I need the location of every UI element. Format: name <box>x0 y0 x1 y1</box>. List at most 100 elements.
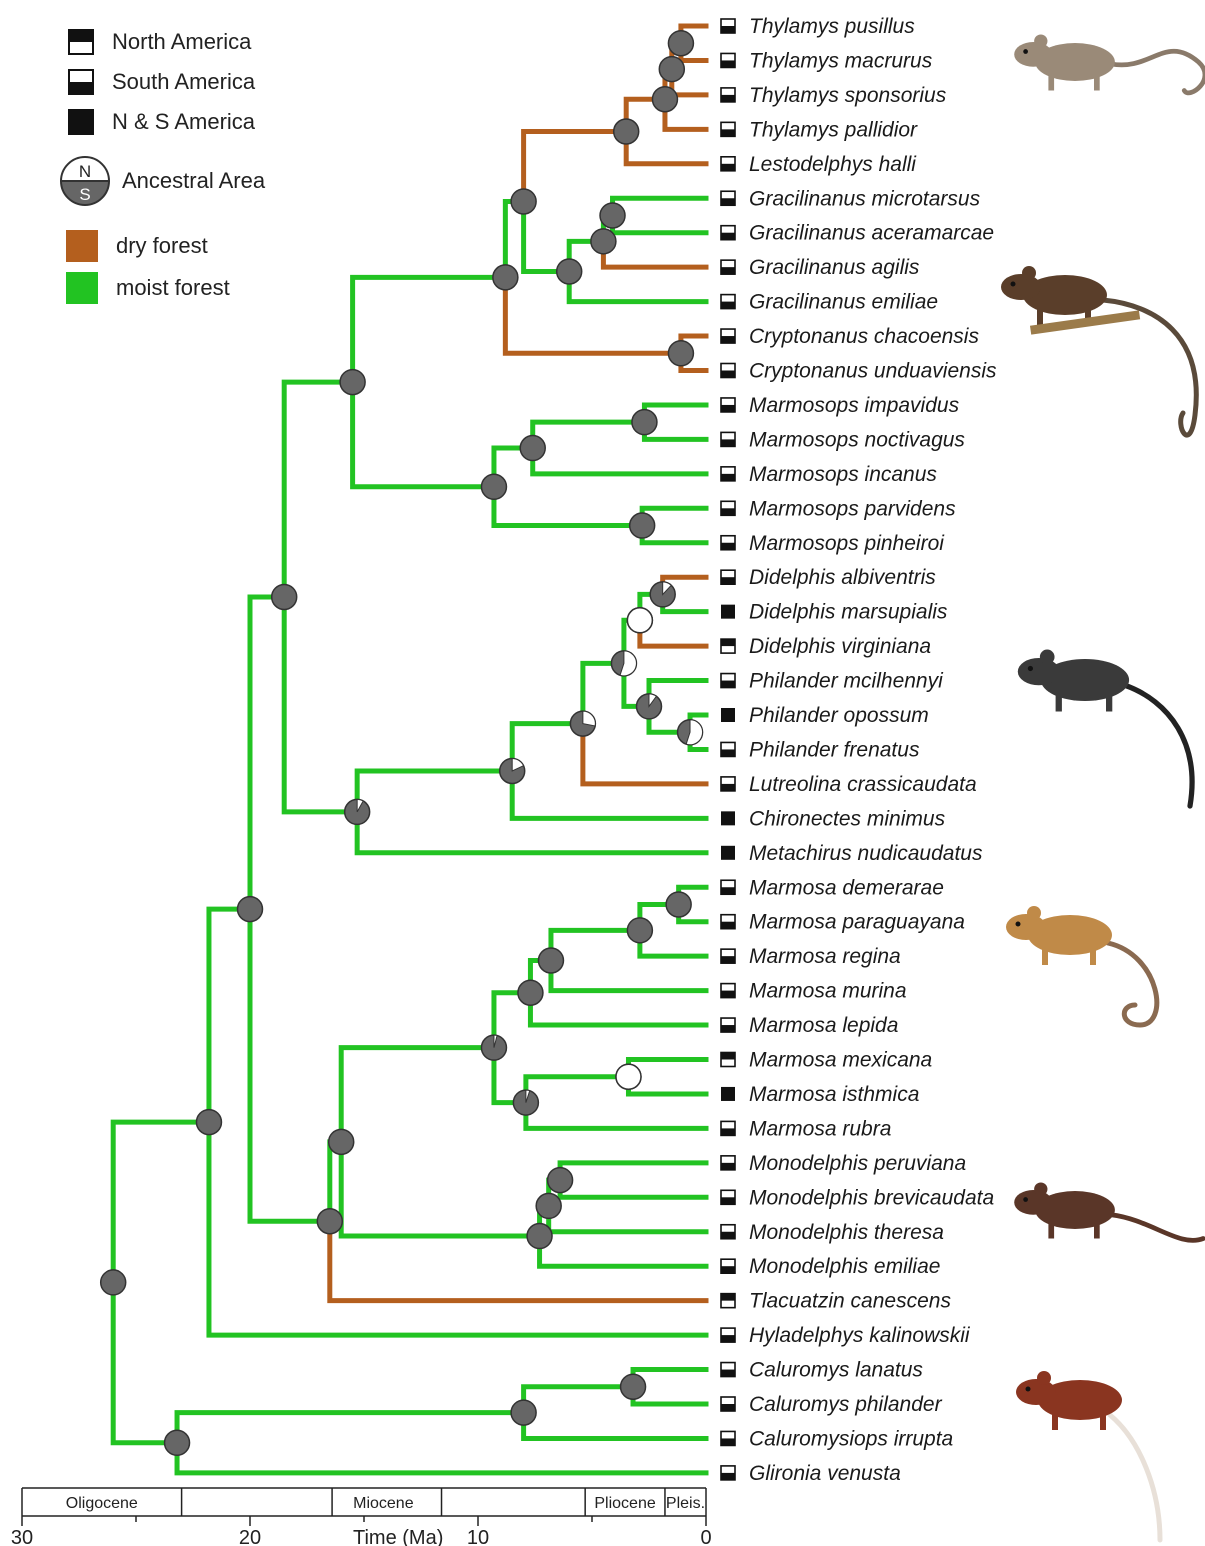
node-pie <box>481 474 506 499</box>
taxon-row: Marmosa demerarae <box>721 876 944 899</box>
branch <box>113 1282 177 1442</box>
area-box-fill <box>721 1128 735 1135</box>
taxon-row: Tlacuatzin canescens <box>721 1290 951 1313</box>
node-pie-slice <box>583 711 595 726</box>
branch <box>551 960 706 990</box>
area-box-ns <box>721 708 735 722</box>
ancestral-node <box>627 608 652 633</box>
south-america-swatch <box>68 69 94 95</box>
branch <box>357 771 512 812</box>
node-pie <box>340 370 365 395</box>
eye <box>1028 666 1033 671</box>
node-pie <box>600 203 625 228</box>
branch <box>540 1236 706 1266</box>
taxon-row: Marmosa paraguayana <box>721 911 965 934</box>
area-box-fill <box>721 164 735 171</box>
taxon-name: Gracilinanus emiliae <box>749 291 938 314</box>
ancestral-node <box>513 1090 538 1115</box>
legend-ancestral-area: N S Ancestral Area <box>58 146 265 216</box>
area-box-fill <box>721 1438 735 1445</box>
area-box-fill <box>721 302 735 309</box>
branch <box>524 132 627 202</box>
ancestral-node <box>668 31 693 56</box>
ancestral-node <box>666 892 691 917</box>
taxon-name: Monodelphis brevicaudata <box>749 1186 994 1209</box>
branch <box>524 1387 633 1413</box>
taxon-name: Marmosa mexicana <box>749 1049 932 1072</box>
area-box-ns <box>721 605 735 619</box>
thylamys-illustration <box>1014 34 1205 92</box>
ancestral-node <box>621 1374 646 1399</box>
ancestral-node <box>616 1064 641 1089</box>
node-pie <box>511 1400 536 1425</box>
ancestral-node <box>650 582 675 607</box>
node-pie <box>557 259 582 284</box>
ear <box>1034 1182 1047 1195</box>
head <box>1014 42 1052 67</box>
taxon-row: Lestodelphys halli <box>721 153 917 176</box>
gracilinanus-illustration <box>1001 266 1196 435</box>
dry-forest-swatch <box>66 230 98 262</box>
branch <box>526 1077 629 1103</box>
leg <box>1037 307 1043 325</box>
node-pie <box>668 31 693 56</box>
taxon-row: Thylamys macrurus <box>721 49 933 72</box>
area-box-fill <box>721 198 735 205</box>
legend-label: North America <box>112 29 251 55</box>
area-box-fill <box>721 439 735 446</box>
taxon-name: Marmosa rubra <box>749 1117 891 1140</box>
taxon-name: Marmosops parvidens <box>749 497 956 520</box>
branch <box>569 271 706 301</box>
area-box-fill <box>721 508 735 515</box>
taxon-row: Cryptonanus unduaviensis <box>721 360 997 383</box>
node-pie <box>548 1168 573 1193</box>
legend-label: dry forest <box>116 233 208 259</box>
area-box-fill <box>721 1370 735 1377</box>
area-box-ns <box>721 1087 735 1101</box>
ancestral-node <box>548 1168 573 1193</box>
taxon-row: Thylamys sponsorius <box>721 84 947 107</box>
taxon-name: Caluromys philander <box>749 1393 943 1416</box>
area-box-fill <box>721 267 735 274</box>
node-pie-white <box>616 1064 641 1089</box>
area-box-fill <box>721 991 735 998</box>
taxon-row: Marmosa isthmica <box>721 1083 919 1106</box>
eye <box>1016 922 1021 927</box>
legend-north-america: North America <box>58 22 265 62</box>
taxon-name: Caluromysiops irrupta <box>749 1427 953 1450</box>
taxon-row: Philander frenatus <box>721 738 920 761</box>
taxon-row: Caluromys lanatus <box>721 1359 923 1382</box>
node-pie <box>621 1374 646 1399</box>
area-box-fill <box>721 1266 735 1273</box>
ancestral-node <box>668 341 693 366</box>
branch <box>113 1122 209 1282</box>
taxon-name: Marmosa lepida <box>749 1014 898 1037</box>
node-pie <box>101 1270 126 1295</box>
epoch-label: Pliocene <box>594 1495 655 1512</box>
ancestral-node <box>329 1129 354 1154</box>
node-pie <box>272 584 297 609</box>
ancestral-node <box>627 918 652 943</box>
ancestral-node <box>536 1193 561 1218</box>
ancestral-node <box>678 720 703 745</box>
taxon-row: Cryptonanus chacoensis <box>721 325 979 348</box>
branch <box>341 1048 494 1142</box>
taxon-row: Didelphis marsupialis <box>721 601 948 624</box>
taxon-name: Didelphis marsupialis <box>749 601 948 624</box>
node-pie <box>518 980 543 1005</box>
tail <box>1125 685 1192 806</box>
area-box-fill <box>721 1404 735 1411</box>
philander-illustration <box>1018 650 1192 806</box>
taxon-row: Glironia venusta <box>721 1462 901 1485</box>
branch <box>512 771 706 818</box>
taxon-name: Marmosa isthmica <box>749 1083 919 1106</box>
taxon-name: Cryptonanus chacoensis <box>749 325 979 348</box>
taxon-name: Marmosa murina <box>749 980 907 1003</box>
tail <box>1108 943 1157 1025</box>
ancestral-node <box>345 799 370 824</box>
ancestral-node <box>272 584 297 609</box>
taxon-name: Metachirus nudicaudatus <box>749 842 983 865</box>
taxon-row: Monodelphis theresa <box>721 1221 944 1244</box>
leg <box>1106 693 1112 712</box>
